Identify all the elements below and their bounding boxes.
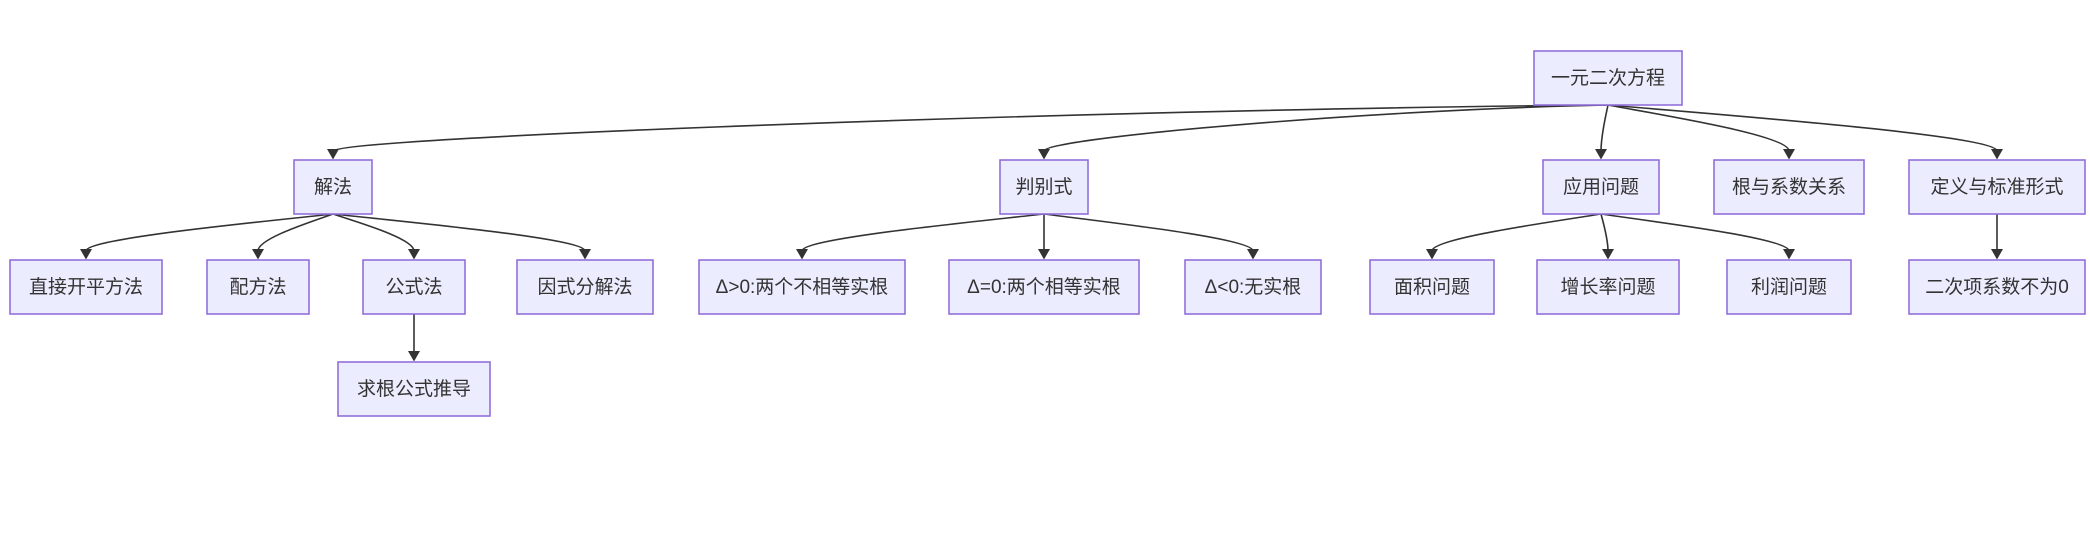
node-label: Δ=0:两个相等实根 bbox=[967, 276, 1121, 298]
arrowhead-icon bbox=[408, 351, 420, 362]
node-label: Δ>0:两个不相等实根 bbox=[716, 276, 889, 298]
arrowhead-icon bbox=[1247, 249, 1259, 260]
node-box[interactable] bbox=[1726, 259, 1852, 315]
edge-root-to-genxishu bbox=[1607, 104, 1790, 152]
arrowhead-icon bbox=[796, 249, 808, 260]
edge-panbieshi-to-delta_lt bbox=[1043, 213, 1254, 252]
node-label: 求根公式推导 bbox=[357, 378, 471, 400]
node-yinshi[interactable]: 因式分解法 bbox=[516, 259, 654, 315]
node-box[interactable] bbox=[999, 159, 1089, 215]
arrowhead-icon bbox=[252, 249, 264, 260]
edge-yingyong-to-lirun bbox=[1600, 213, 1790, 252]
node-jiefa[interactable]: 解法 bbox=[293, 159, 373, 215]
edge-jiefa-to-gongshi bbox=[332, 213, 415, 252]
arrowhead-icon bbox=[408, 249, 420, 260]
node-label: 直接开平方法 bbox=[29, 276, 143, 298]
node-delta_eq[interactable]: Δ=0:两个相等实根 bbox=[948, 259, 1140, 315]
arrowhead-icon bbox=[1991, 149, 2003, 160]
node-zengzhang[interactable]: 增长率问题 bbox=[1536, 259, 1680, 315]
arrowhead-icon bbox=[1783, 149, 1795, 160]
node-delta_lt[interactable]: Δ<0:无实根 bbox=[1184, 259, 1322, 315]
node-genxishu[interactable]: 根与系数关系 bbox=[1713, 159, 1865, 215]
node-box[interactable] bbox=[362, 259, 466, 315]
arrowhead-icon bbox=[1602, 249, 1614, 260]
node-box[interactable] bbox=[698, 259, 906, 315]
node-gongshi[interactable]: 公式法 bbox=[362, 259, 466, 315]
node-delta_gt[interactable]: Δ>0:两个不相等实根 bbox=[698, 259, 906, 315]
edge-panbieshi-to-delta_gt bbox=[801, 213, 1045, 252]
node-label: 定义与标准形式 bbox=[1930, 176, 2063, 198]
node-box[interactable] bbox=[1184, 259, 1322, 315]
arrowhead-icon bbox=[1783, 249, 1795, 260]
arrowhead-icon bbox=[1595, 149, 1607, 160]
node-box[interactable] bbox=[1542, 159, 1660, 215]
arrowhead-icon bbox=[1991, 249, 2003, 260]
node-box[interactable] bbox=[9, 259, 163, 315]
edge-yingyong-to-zengzhang bbox=[1600, 213, 1609, 252]
node-label: 根与系数关系 bbox=[1732, 176, 1846, 198]
edge-jiefa-to-zhijie bbox=[85, 213, 334, 252]
node-lirun[interactable]: 利润问题 bbox=[1726, 259, 1852, 315]
arrowhead-icon bbox=[1426, 249, 1438, 260]
arrowhead-icon bbox=[1038, 149, 1050, 160]
edges-layer bbox=[80, 104, 2003, 362]
node-box[interactable] bbox=[1908, 159, 2086, 215]
node-label: 利润问题 bbox=[1751, 276, 1827, 298]
node-mianji[interactable]: 面积问题 bbox=[1369, 259, 1495, 315]
node-box[interactable] bbox=[948, 259, 1140, 315]
node-erci[interactable]: 二次项系数不为0 bbox=[1908, 259, 2086, 315]
node-label: 解法 bbox=[314, 176, 352, 198]
edge-root-to-panbieshi bbox=[1043, 104, 1609, 152]
node-yingyong[interactable]: 应用问题 bbox=[1542, 159, 1660, 215]
edge-root-to-yingyong bbox=[1600, 104, 1609, 152]
node-box[interactable] bbox=[1369, 259, 1495, 315]
node-box[interactable] bbox=[293, 159, 373, 215]
arrowhead-icon bbox=[1038, 249, 1050, 260]
edge-root-to-jiefa bbox=[332, 104, 1609, 152]
node-panbieshi[interactable]: 判别式 bbox=[999, 159, 1089, 215]
node-box[interactable] bbox=[1908, 259, 2086, 315]
arrowhead-icon bbox=[579, 249, 591, 260]
node-box[interactable] bbox=[1533, 50, 1683, 106]
node-box[interactable] bbox=[1713, 159, 1865, 215]
node-label: 判别式 bbox=[1015, 176, 1072, 198]
edge-jiefa-to-peifang bbox=[257, 213, 334, 252]
node-label: 增长率问题 bbox=[1560, 276, 1655, 298]
node-label: 配方法 bbox=[229, 276, 286, 298]
node-label: 因式分解法 bbox=[537, 276, 632, 298]
node-box[interactable] bbox=[337, 361, 491, 417]
arrowhead-icon bbox=[80, 249, 92, 260]
edge-root-to-dingyi bbox=[1607, 104, 1998, 152]
node-qiugen[interactable]: 求根公式推导 bbox=[337, 361, 491, 417]
node-label: 应用问题 bbox=[1563, 176, 1639, 198]
node-label: Δ<0:无实根 bbox=[1205, 276, 1302, 298]
node-dingyi[interactable]: 定义与标准形式 bbox=[1908, 159, 2086, 215]
node-label: 公式法 bbox=[385, 276, 442, 298]
node-zhijie[interactable]: 直接开平方法 bbox=[9, 259, 163, 315]
node-box[interactable] bbox=[1536, 259, 1680, 315]
node-box[interactable] bbox=[516, 259, 654, 315]
node-label: 二次项系数不为0 bbox=[1925, 276, 2069, 298]
arrowhead-icon bbox=[327, 149, 339, 160]
edge-yingyong-to-mianji bbox=[1431, 213, 1602, 252]
node-label: 面积问题 bbox=[1394, 276, 1470, 298]
node-label: 一元二次方程 bbox=[1551, 67, 1665, 89]
edge-jiefa-to-yinshi bbox=[332, 213, 586, 252]
node-root[interactable]: 一元二次方程 bbox=[1533, 50, 1683, 106]
node-box[interactable] bbox=[206, 259, 310, 315]
node-peifang[interactable]: 配方法 bbox=[206, 259, 310, 315]
